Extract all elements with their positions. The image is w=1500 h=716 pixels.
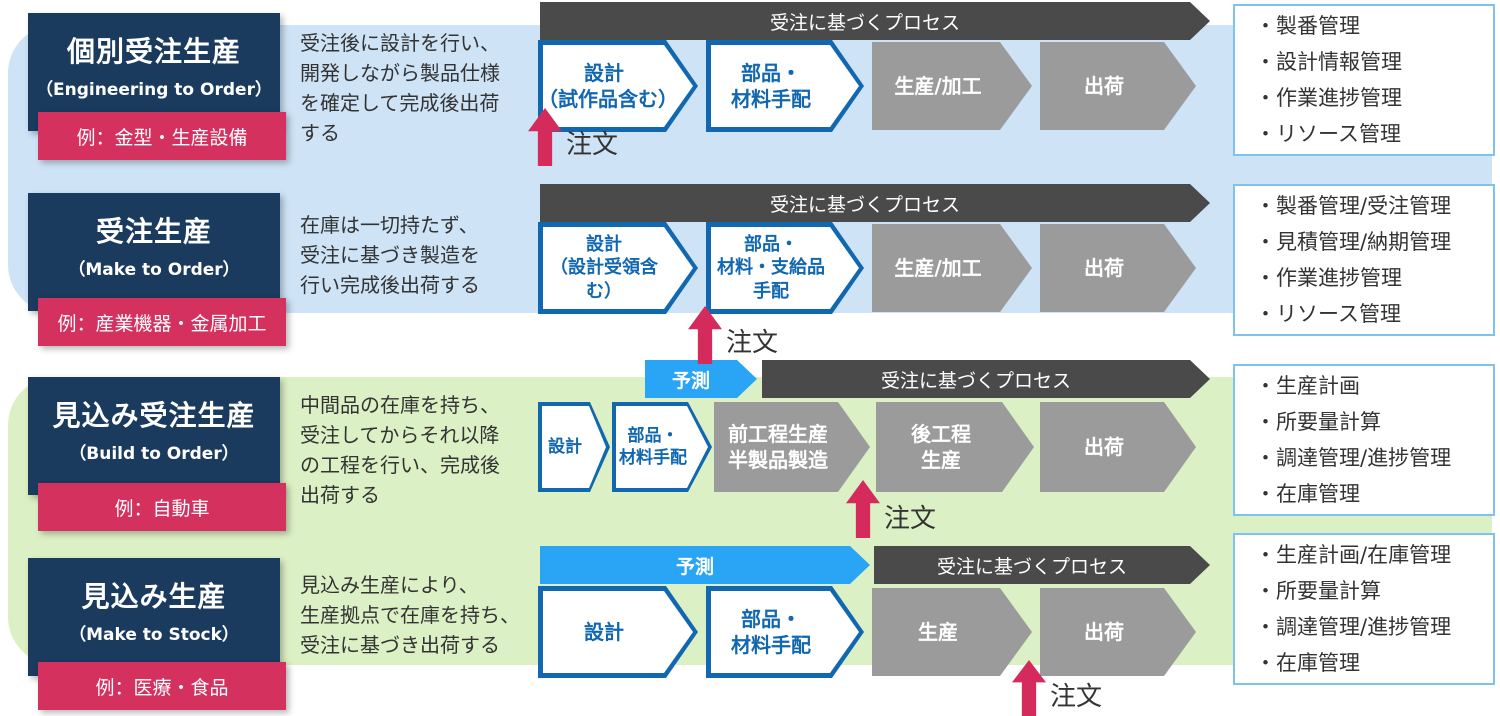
- feature-list: ・生産計画 ・所要量計算 ・調達管理/進捗管理 ・在庫管理: [1233, 364, 1495, 516]
- process-step-shipping: 出荷: [1040, 402, 1196, 492]
- chevron-shape: [1040, 42, 1196, 130]
- order-process-banner: 受注に基づくプロセス: [540, 2, 1210, 40]
- feature-list: ・製番管理 ・設計情報管理 ・作業進捗管理 ・リソース管理: [1233, 4, 1495, 156]
- row-example-badge: 例：産業機器・金属加工: [38, 298, 286, 346]
- process-step-shipping: 出荷: [1040, 224, 1196, 312]
- order-process-banner: 受注に基づくプロセス: [540, 184, 1210, 222]
- feature-item: ・製番管理: [1255, 14, 1360, 38]
- feature-item: ・在庫管理: [1255, 651, 1360, 675]
- row-description: 中間品の在庫を持ち、 受注してからそれ以降 の工程を行い、完成後 出荷する: [300, 393, 500, 507]
- row-title: 個別受注生産: [66, 35, 241, 68]
- row-title-block: 見込み生産 （Make to Stock）: [28, 558, 280, 676]
- feature-item: ・在庫管理: [1255, 482, 1360, 506]
- row-description: 受注後に設計を行い、 開発しながら製品仕様 を確定して完成後出荷 する: [300, 31, 500, 145]
- chevron-shape: [872, 588, 1032, 676]
- row-description: 在庫は一切持たず、 受注に基づき製造を 行い完成後出荷する: [300, 213, 480, 297]
- process-step-production: 生産/加工: [872, 42, 1032, 130]
- feature-item: ・生産計画/在庫管理: [1255, 543, 1452, 567]
- process-step-shipping: 出荷: [1040, 42, 1196, 130]
- order-arrow-icon: [688, 306, 722, 364]
- chevron-shape: [876, 402, 1034, 492]
- row-example-badge: 例：金型・生産設備: [38, 112, 286, 160]
- order-process-banner: 受注に基づくプロセス: [762, 360, 1210, 398]
- process-step-shipping: 出荷: [1040, 588, 1196, 676]
- row-example-badge: 例：自動車: [38, 483, 286, 531]
- chevron-shape: [872, 224, 1032, 312]
- process-step-design: 設計: [538, 402, 610, 492]
- process-step-production: 生産/加工: [872, 224, 1032, 312]
- feature-item: ・作業進捗管理: [1255, 86, 1402, 110]
- feature-list: ・生産計画/在庫管理 ・所要量計算 ・調達管理/進捗管理 ・在庫管理: [1233, 533, 1495, 685]
- process-step-design: 設計 （試作品含む）: [538, 40, 698, 132]
- chevron-shape: [1040, 588, 1196, 676]
- chevron-shape: [1040, 224, 1196, 312]
- forecast-banner: 予測: [645, 360, 757, 398]
- forecast-banner: 予測: [540, 546, 870, 584]
- order-label: 注文: [1050, 682, 1103, 712]
- row-title: 見込み生産: [81, 580, 227, 613]
- feature-list: ・製番管理/受注管理 ・見積管理/納期管理 ・作業進捗管理 ・リソース管理: [1233, 184, 1495, 336]
- process-step-design: 設計: [538, 586, 698, 678]
- feature-item: ・生産計画: [1255, 374, 1360, 398]
- chevron-shape: [714, 402, 870, 492]
- row-title-en: （Build to Order）: [69, 444, 239, 464]
- feature-item: ・見積管理/納期管理: [1255, 230, 1452, 254]
- process-step-parts: 部品・ 材料手配: [612, 402, 712, 492]
- order-label: 注文: [566, 130, 619, 160]
- row-example-badge: 例：医療・食品: [38, 662, 286, 710]
- row-title: 見込み受注生産: [52, 399, 256, 432]
- chevron-shape: [1040, 402, 1196, 492]
- row-title-block: 個別受注生産 （Engineering to Order）: [28, 13, 280, 131]
- chevron-shape: [872, 42, 1032, 130]
- row-title-en: （Make to Order）: [68, 260, 240, 280]
- row-title-block: 受注生産 （Make to Order）: [28, 193, 280, 311]
- process-step-production: 生産: [872, 588, 1032, 676]
- feature-item: ・リソース管理: [1255, 302, 1401, 326]
- process-step-design: 設計 （設計受領含む）: [538, 222, 698, 314]
- process-step-parts: 部品・ 材料手配: [706, 586, 864, 678]
- feature-item: ・リソース管理: [1255, 122, 1401, 146]
- row-description: 見込み生産により、 生産拠点で在庫を持ち、 受注に基づき出荷する: [300, 573, 520, 657]
- order-label: 注文: [884, 504, 937, 534]
- process-step-parts: 部品・ 材料手配: [706, 40, 864, 132]
- feature-item: ・設計情報管理: [1255, 50, 1402, 74]
- process-step-post-production: 後工程 生産: [876, 402, 1034, 492]
- order-label: 注文: [726, 328, 779, 358]
- feature-item: ・製番管理/受注管理: [1255, 194, 1452, 218]
- row-title: 受注生産: [95, 215, 212, 248]
- order-process-banner: 受注に基づくプロセス: [874, 546, 1210, 584]
- feature-item: ・調達管理/進捗管理: [1255, 615, 1452, 639]
- row-title-en: （Make to Stock）: [69, 625, 239, 645]
- process-step-pre-production: 前工程生産 半製品製造: [714, 402, 870, 492]
- process-step-parts: 部品・ 材料・支給品 手配: [706, 222, 864, 314]
- row-title-block: 見込み受注生産 （Build to Order）: [28, 377, 280, 495]
- feature-item: ・作業進捗管理: [1255, 266, 1402, 290]
- feature-item: ・所要量計算: [1255, 579, 1381, 603]
- feature-item: ・調達管理/進捗管理: [1255, 446, 1452, 470]
- feature-item: ・所要量計算: [1255, 410, 1381, 434]
- row-title-en: （Engineering to Order）: [36, 80, 272, 100]
